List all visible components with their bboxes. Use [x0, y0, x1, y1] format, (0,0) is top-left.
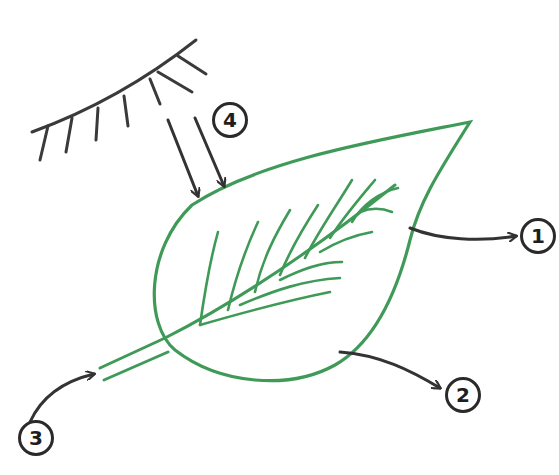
callout-number: 4 — [212, 102, 248, 138]
callout-number: 2 — [445, 377, 481, 413]
callout-number: 1 — [520, 218, 556, 254]
leaf-shape — [100, 122, 470, 381]
callout-number: 3 — [18, 420, 54, 456]
leader-arrows — [30, 118, 516, 422]
eye-symbol — [32, 40, 206, 160]
